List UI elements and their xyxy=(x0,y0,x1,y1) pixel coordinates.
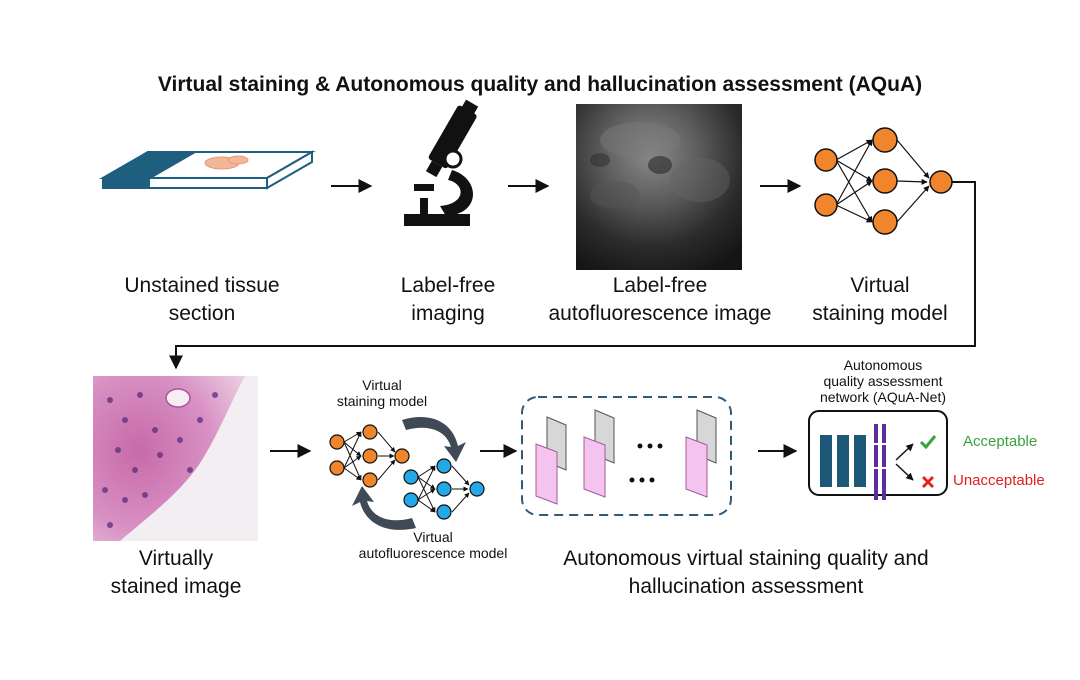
assessment-caption-line2: hallucination assessment xyxy=(629,575,864,598)
imaging-caption-line2: imaging xyxy=(411,302,485,325)
stained-caption-line2: stained image xyxy=(111,575,242,598)
vs-model-caption-line1: Virtual xyxy=(850,274,909,297)
check-icon xyxy=(919,435,937,450)
aqua-net-label-line2: quality assessment xyxy=(823,373,942,389)
cycle-vs-label-line2: staining model xyxy=(337,393,427,409)
diagram-title: Virtual staining & Autonomous quality an… xyxy=(158,73,922,96)
assessment-caption-line1: Autonomous virtual staining quality and xyxy=(563,547,928,570)
arrow-to-accept xyxy=(895,443,914,461)
af-caption-line1: Label-free xyxy=(613,274,708,297)
vs-model-nodes xyxy=(814,127,953,235)
tissue-caption-line2: section xyxy=(169,302,236,325)
cycle-va-label-line1: Virtual xyxy=(413,529,452,545)
aqua-net-fc-layers xyxy=(872,424,888,500)
cycle-va-nodes xyxy=(403,458,485,520)
autofluorescence-image xyxy=(576,104,742,270)
glass-slide-icon xyxy=(99,150,316,190)
imaging-caption-line1: Label-free xyxy=(401,274,496,297)
vs-model-caption-line2: staining model xyxy=(812,302,947,325)
aqua-net-layers xyxy=(820,435,866,487)
cycle-vs-nodes xyxy=(329,424,410,488)
cycle-vs-network-edges xyxy=(343,431,396,481)
cross-icon xyxy=(922,476,934,488)
cycle-va-network-edges xyxy=(417,465,470,513)
acceptable-label: Acceptable xyxy=(963,433,1037,450)
image-pair-stack xyxy=(535,409,717,505)
arrow-model-to-stained xyxy=(169,181,976,370)
neural-network-icon xyxy=(835,139,930,223)
cycle-va-label-line2: autofluorescence model xyxy=(359,545,508,561)
ellipsis-dots xyxy=(629,443,663,483)
cycle-vs-label-line1: Virtual xyxy=(362,377,401,393)
arrow-to-reject xyxy=(895,463,914,481)
aqua-net-label-line1: Autonomous xyxy=(844,357,923,373)
assessment-dashed-box xyxy=(521,396,732,516)
microscope-icon xyxy=(404,99,479,226)
af-caption-line2: autofluorescence image xyxy=(549,302,772,325)
stained-caption-line1: Virtually xyxy=(139,547,214,570)
tissue-caption-line1: Unstained tissue xyxy=(124,274,279,297)
virtually-stained-image xyxy=(93,376,258,541)
aqua-net-label-line3: network (AQuA-Net) xyxy=(820,389,946,405)
unacceptable-label: Unacceptable xyxy=(953,472,1045,489)
cycle-arrow-icon xyxy=(352,417,466,530)
